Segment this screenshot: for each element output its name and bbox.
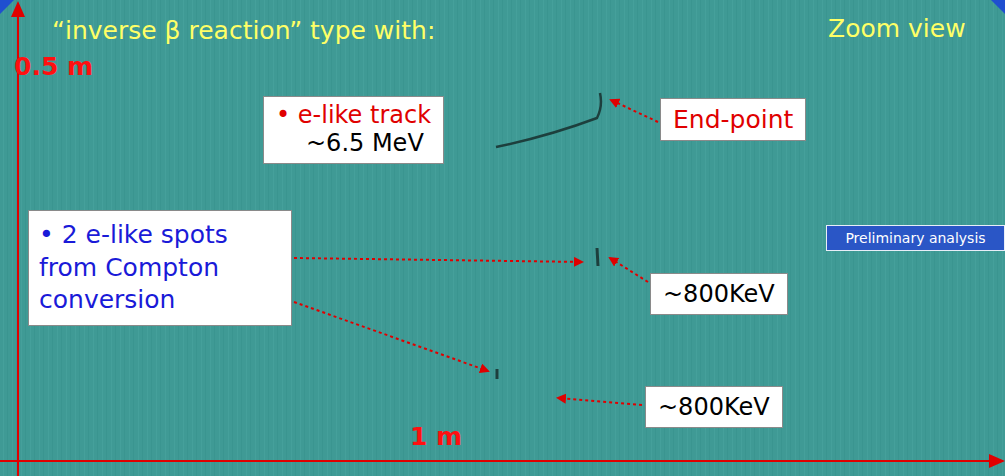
view-label: Zoom view xyxy=(828,14,966,43)
callout-text: End-point xyxy=(673,105,793,134)
compton-callout: • 2 e-like spots from Compton conversion xyxy=(28,210,292,326)
leader-arrow xyxy=(610,258,648,282)
callout-text: • 2 e-like spots from Compton conversion xyxy=(39,219,281,317)
callout-text: Preliminary analysis xyxy=(833,230,998,246)
callout-text: • e-like track xyxy=(276,101,431,129)
event-callout: • e-like track~6.5 MeV xyxy=(263,96,444,164)
callout-text: ~800KeV xyxy=(658,393,770,421)
endpoint-callout: End-point xyxy=(660,98,806,141)
status-tag: Preliminary analysis xyxy=(826,225,1005,251)
dimension-label: 1 m xyxy=(410,422,462,451)
leader-arrow xyxy=(294,302,488,371)
callout-text: ~800KeV xyxy=(663,280,775,308)
energy-callout: ~800KeV xyxy=(645,386,783,428)
corner-mark xyxy=(991,0,1005,14)
leader-arrow xyxy=(294,258,582,262)
leader-arrow xyxy=(611,100,658,122)
compton-spot xyxy=(496,369,499,379)
dimension-label: 0.5 m xyxy=(14,52,93,81)
axis-arrow xyxy=(0,460,1003,462)
section-heading: “inverse β reaction” type with: xyxy=(52,16,435,45)
energy-callout: ~800KeV xyxy=(650,273,788,315)
corner-mark xyxy=(0,0,14,14)
callout-text: ~6.5 MeV xyxy=(276,129,431,157)
electron-track xyxy=(496,93,601,147)
leader-arrow xyxy=(558,398,642,405)
compton-spot xyxy=(597,248,598,266)
